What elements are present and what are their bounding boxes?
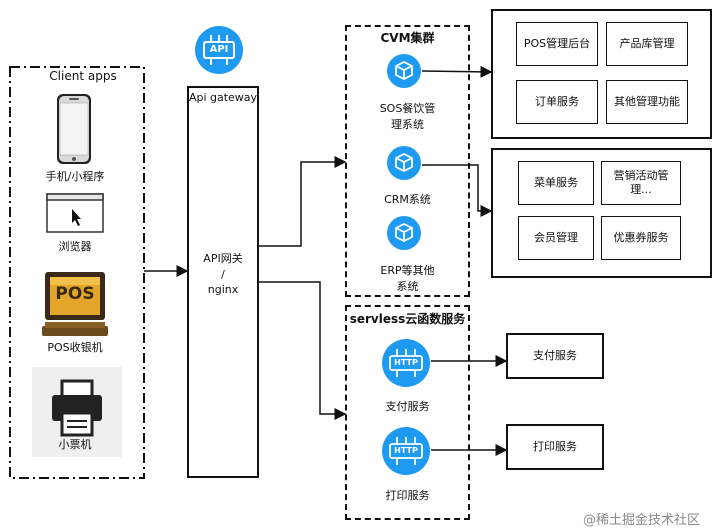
smartphone-icon bbox=[56, 93, 92, 169]
module-other-admin: 其他管理功能 bbox=[606, 80, 688, 124]
gateway-label-api: API网关 bbox=[203, 252, 243, 265]
api-gateway-icon: API bbox=[194, 25, 244, 79]
http-icon-text: HTTP bbox=[394, 446, 418, 455]
cvm-service-sos-line1: SOS餐饮管 bbox=[379, 102, 436, 115]
arrow-sos-to-modules bbox=[421, 65, 493, 78]
browser-icon bbox=[46, 193, 104, 237]
arrow-crm-to-modules bbox=[422, 164, 493, 217]
gateway-label-nginx: nginx bbox=[207, 283, 239, 296]
crm-modules-frame bbox=[491, 148, 712, 278]
api-gateway-box bbox=[187, 86, 259, 478]
client-item-browser: 浏览器 bbox=[58, 240, 92, 253]
serverless-print-label: 打印服务 bbox=[385, 489, 430, 502]
cube-service-icon bbox=[386, 53, 422, 93]
gateway-top-label: Api gateway bbox=[188, 91, 258, 104]
module-product-library: 产品库管理 bbox=[606, 22, 688, 66]
cvm-service-crm: CRM系统 bbox=[384, 193, 431, 206]
cvm-cluster-frame bbox=[345, 25, 470, 297]
print-service-box: 打印服务 bbox=[506, 424, 604, 470]
arrow-gateway-to-serverless bbox=[259, 281, 347, 420]
pos-terminal-icon: POS bbox=[41, 270, 109, 344]
http-icon-text: HTTP bbox=[394, 358, 418, 367]
module-menu-service: 菜单服务 bbox=[518, 161, 594, 205]
module-pos-admin: POS管理后台 bbox=[516, 22, 598, 66]
client-item-pos: POS收银机 bbox=[47, 341, 103, 354]
serverless-pay-label: 支付服务 bbox=[385, 400, 430, 413]
http-function-icon: HTTP bbox=[381, 338, 431, 392]
arrow-gateway-to-cvm bbox=[259, 156, 347, 247]
cube-service-icon bbox=[386, 145, 422, 185]
client-item-mobile: 手机/小程序 bbox=[45, 170, 105, 183]
client-apps-title: Client apps bbox=[49, 69, 117, 83]
printer-icon bbox=[32, 367, 122, 457]
cvm-service-erp-line1: ERP等其他 bbox=[380, 264, 435, 277]
cvm-service-sos-line2: 理系统 bbox=[391, 118, 424, 131]
cvm-cluster-title: CVM集群 bbox=[380, 31, 435, 45]
module-coupon-service: 优惠券服务 bbox=[601, 216, 681, 260]
module-order-service: 订单服务 bbox=[516, 80, 598, 124]
cube-service-icon bbox=[386, 215, 422, 255]
pay-service-box: 支付服务 bbox=[506, 333, 604, 379]
client-item-printer: 小票机 bbox=[58, 438, 92, 451]
module-member-management: 会员管理 bbox=[518, 216, 594, 260]
api-icon-text: API bbox=[209, 44, 229, 55]
cvm-service-erp-line2: 系统 bbox=[396, 280, 419, 293]
client-apps-frame bbox=[9, 66, 145, 479]
http-function-icon: HTTP bbox=[381, 426, 431, 480]
sos-modules-frame bbox=[491, 9, 712, 139]
pos-logo-text: POS bbox=[55, 284, 95, 304]
module-marketing-line1: 营销活动管 bbox=[613, 169, 669, 182]
gateway-label-slash: / bbox=[221, 268, 225, 281]
module-marketing-line2: 理... bbox=[630, 183, 652, 196]
serverless-title: servless云函数服务 bbox=[349, 312, 466, 326]
watermark: @稀土掘金技术社区 bbox=[583, 513, 701, 528]
serverless-frame bbox=[345, 305, 470, 520]
module-marketing: 营销活动管 理... bbox=[601, 161, 681, 205]
